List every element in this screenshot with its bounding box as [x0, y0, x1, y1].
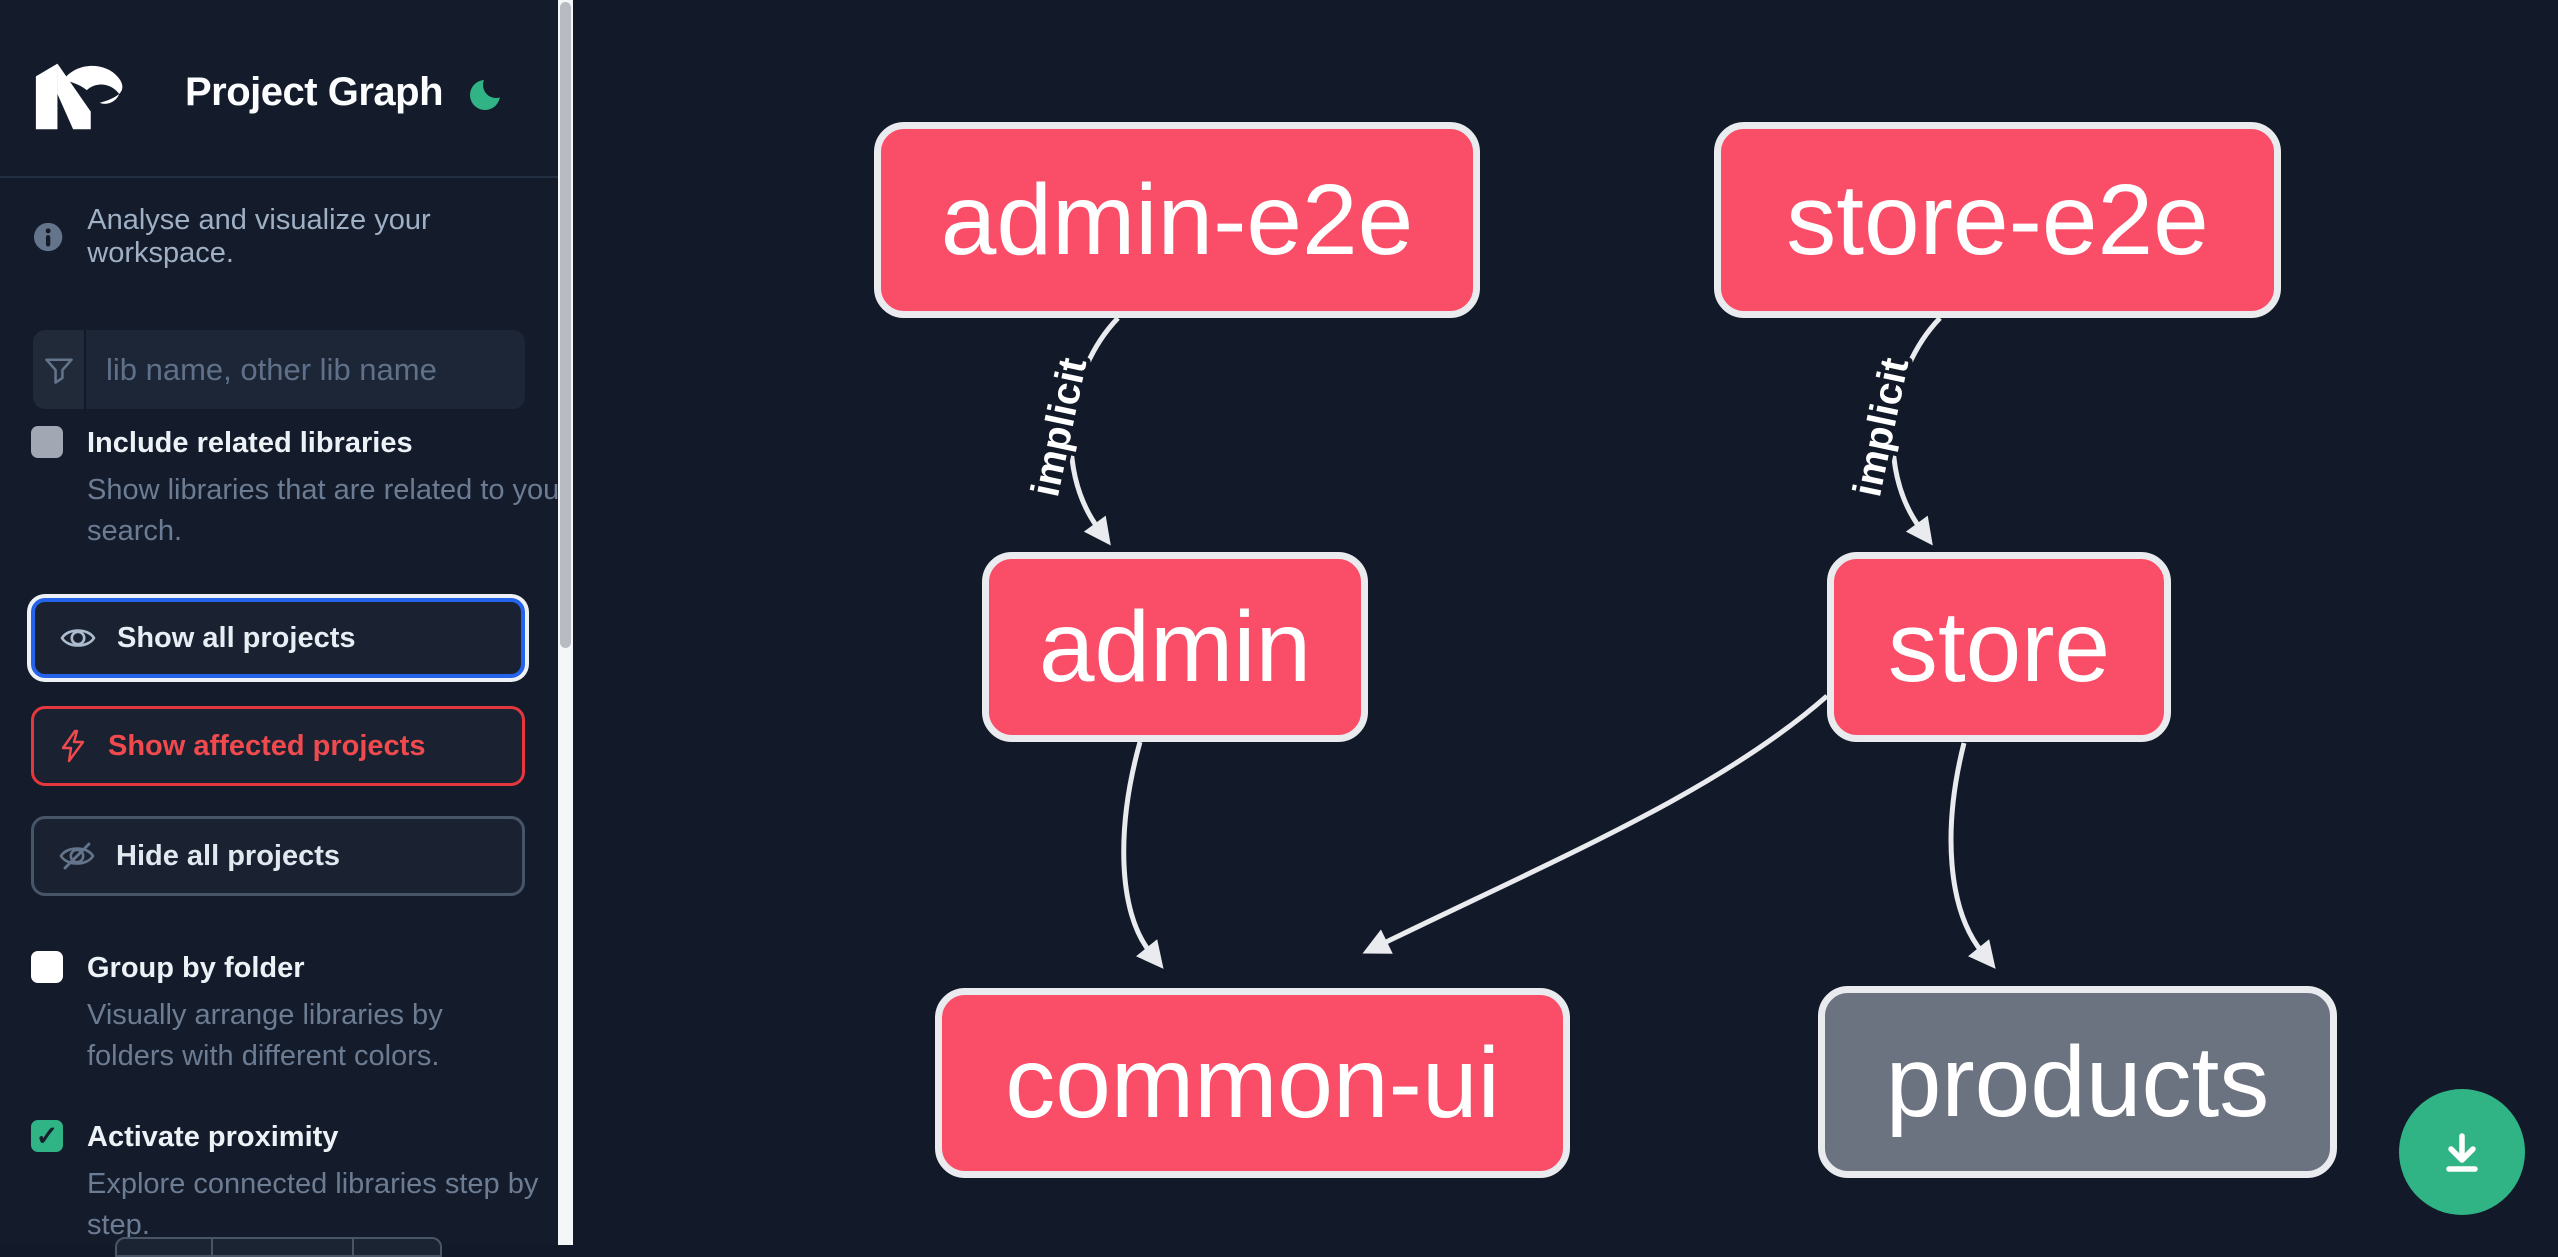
nx-logo — [35, 63, 123, 130]
option-description: Explore connected libraries step by step… — [87, 1168, 539, 1241]
sidebar-scrollbar-thumb[interactable] — [560, 2, 571, 648]
option-label: Group by folder — [87, 952, 305, 984]
lightning-bolt-icon — [61, 729, 85, 763]
node-label: store-e2e — [1786, 163, 2209, 276]
workspace-tagline-row: Analyse and visualize your workspace. — [33, 204, 558, 270]
segment-divider — [352, 1239, 354, 1255]
option-include-related-libraries: Include related libraries Show libraries… — [31, 424, 569, 552]
option-label: Include related libraries — [87, 427, 413, 459]
show-all-projects-button[interactable]: Show all projects — [31, 598, 525, 678]
edge-store-products — [1948, 742, 1996, 969]
node-label: admin-e2e — [940, 163, 1414, 276]
option-description: Visually arrange libraries by folders wi… — [87, 999, 443, 1072]
option-label: Activate proximity — [87, 1121, 339, 1153]
graph-node-admin-e2e[interactable]: admin-e2e — [874, 122, 1480, 318]
graph-node-products[interactable]: products — [1818, 986, 2337, 1178]
proximity-depth-control-partial[interactable] — [115, 1237, 442, 1257]
sidebar: Project Graph Analyse and visualize your… — [0, 0, 569, 1257]
eye-icon — [60, 629, 96, 647]
option-group-by-folder: Group by folder Visually arrange librari… — [31, 949, 505, 1077]
info-circle-icon — [33, 222, 63, 252]
activate-proximity-checkbox[interactable] — [31, 1120, 63, 1152]
search-box — [33, 330, 525, 409]
node-label: common-ui — [1005, 1026, 1500, 1139]
sidebar-header: Project Graph — [0, 0, 558, 178]
option-activate-proximity: Activate proximity Explore connected lib… — [31, 1118, 549, 1246]
moon-icon — [470, 74, 508, 110]
edge-label-implicit: implicit — [1023, 354, 1095, 500]
node-label: products — [1885, 1025, 2270, 1138]
download-graph-button[interactable] — [2399, 1089, 2525, 1215]
edge-admin-common-ui — [1121, 741, 1164, 969]
library-filter-input[interactable] — [86, 330, 525, 409]
workspace-tagline: Analyse and visualize your workspace. — [87, 204, 431, 269]
group-by-folder-checkbox[interactable] — [31, 951, 63, 983]
search-icon-cell — [33, 330, 86, 409]
include-related-libraries-checkbox[interactable] — [31, 426, 63, 458]
graph-node-store-e2e[interactable]: store-e2e — [1714, 122, 2281, 318]
hide-all-projects-button[interactable]: Hide all projects — [31, 816, 525, 896]
button-label: Show affected projects — [108, 729, 426, 762]
node-label: admin — [1038, 590, 1312, 703]
graph-node-admin[interactable]: admin — [982, 552, 1368, 742]
filter-funnel-icon — [44, 357, 73, 384]
download-icon — [2446, 1133, 2478, 1172]
show-affected-projects-button[interactable]: Show affected projects — [31, 706, 525, 786]
graph-node-common-ui[interactable]: common-ui — [935, 988, 1570, 1178]
segment-divider — [211, 1239, 213, 1255]
dark-mode-toggle[interactable] — [468, 74, 508, 114]
sidebar-scrollbar-track[interactable] — [558, 0, 573, 1245]
edge-store-e2e-store — [1890, 316, 1942, 546]
edge-admin-e2e-admin — [1068, 316, 1120, 546]
edge-label-implicit: implicit — [1845, 354, 1917, 500]
node-label: store — [1887, 590, 2111, 703]
eye-off-icon — [59, 842, 95, 870]
button-label: Show all projects — [117, 621, 356, 654]
graph-node-store[interactable]: store — [1827, 552, 2171, 742]
option-description: Show libraries that are related to your … — [87, 474, 569, 547]
edge-store-common-ui — [1362, 694, 1829, 954]
page-title: Project Graph — [185, 70, 444, 114]
button-label: Hide all projects — [116, 839, 341, 872]
